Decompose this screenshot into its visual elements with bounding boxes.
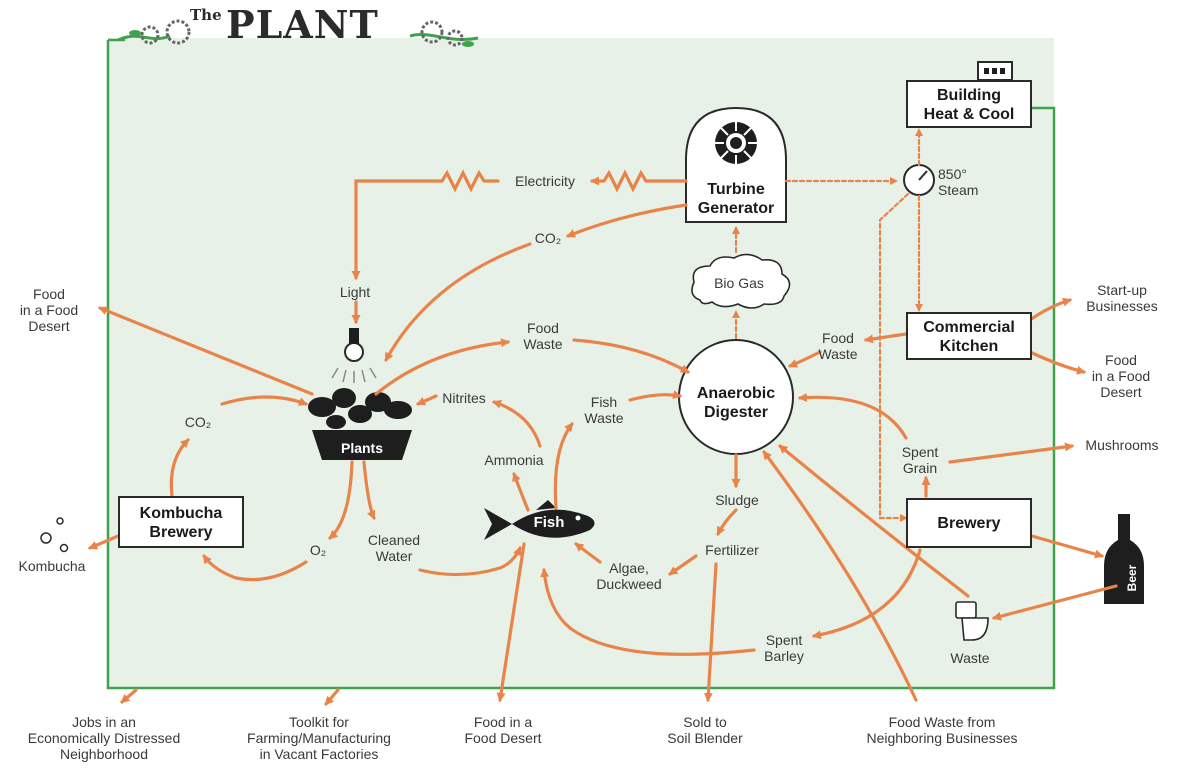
cleaned-water-label: Cleaned Water bbox=[367, 532, 421, 564]
arrow-plants-food-desert bbox=[98, 306, 314, 396]
anaerobic-digester-label: Anaerobic Digester bbox=[696, 385, 776, 421]
arrow-jobs bbox=[120, 688, 138, 704]
co2-kombucha-label: CO₂ bbox=[184, 414, 212, 430]
toilet-icon bbox=[955, 601, 989, 641]
arrow-toolkit bbox=[324, 688, 340, 706]
arrow-brewery-spentbarley bbox=[812, 548, 922, 640]
arrow-steam-brewery bbox=[878, 192, 910, 522]
arrow-plants-o2 bbox=[328, 460, 354, 540]
fertilizer-label: Fertilizer bbox=[705, 542, 759, 558]
arrow-waste-digester bbox=[778, 444, 970, 598]
arrow-fertilizer-algae bbox=[668, 554, 698, 576]
fish-waste-label: Fish Waste bbox=[584, 394, 624, 426]
arrow-fishwaste-digester bbox=[628, 390, 682, 402]
arrow-kombucha-product bbox=[88, 534, 120, 550]
arrow-spentgrain-mushrooms bbox=[948, 442, 1074, 464]
arrow-electricity-light bbox=[351, 169, 500, 280]
kombucha-label: Kombucha bbox=[18, 558, 86, 574]
title-vine-decoration bbox=[117, 19, 479, 47]
system-boundary-line bbox=[106, 40, 1056, 690]
fish-icon bbox=[484, 500, 595, 540]
arrow-cleanedwater-fish bbox=[418, 546, 522, 577]
arrow-spentgrain-digester bbox=[798, 392, 908, 440]
beer-label: Beer bbox=[1125, 564, 1139, 592]
startup-businesses-label: Start-up Businesses bbox=[1086, 282, 1158, 314]
arrow-ammonia-nitrites bbox=[492, 399, 542, 448]
arrow-co2-plants bbox=[384, 242, 532, 362]
arrow-brewery-beer bbox=[1030, 534, 1104, 559]
arrow-spentbarley-fish bbox=[540, 568, 756, 656]
sludge-label: Sludge bbox=[715, 492, 759, 508]
food-desert-left-label: Food in a Food Desert bbox=[19, 286, 79, 334]
arrow-foodwaste-digester bbox=[572, 338, 690, 374]
electricity-label: Electricity bbox=[515, 173, 575, 189]
lightbulb-icon bbox=[331, 328, 377, 383]
title-prefix: The bbox=[190, 6, 222, 24]
arrow-turbine-co2 bbox=[566, 203, 688, 238]
arrow-co2-plants-left bbox=[220, 395, 308, 406]
light-label: Light bbox=[339, 284, 371, 300]
brewery-box: Brewery bbox=[906, 498, 1032, 548]
turbine-housing bbox=[685, 106, 787, 223]
beer-bottle-icon bbox=[1104, 514, 1144, 604]
arrow-nitrites-plants bbox=[416, 394, 438, 406]
commercial-kitchen-box: Commercial Kitchen bbox=[906, 312, 1032, 360]
page-title: PLANT bbox=[226, 2, 379, 47]
food-waste-neighbors-label: Food Waste from Neighboring Businesses bbox=[866, 714, 1018, 746]
arrow-neighbors-digester bbox=[762, 450, 918, 702]
kombucha-bubbles-icon bbox=[40, 517, 69, 553]
steam-gauge-icon bbox=[903, 164, 935, 196]
waste-label: Waste bbox=[950, 650, 990, 666]
co2-turbine-label: CO₂ bbox=[534, 230, 562, 246]
arrow-fish-fishwaste bbox=[553, 422, 574, 510]
bio-gas-label: Bio Gas bbox=[714, 275, 764, 291]
o2-label: O₂ bbox=[309, 542, 327, 558]
arrow-turbine-electricity bbox=[590, 169, 688, 193]
system-boundary-panel bbox=[108, 38, 1054, 688]
bio-gas-cloud bbox=[691, 253, 791, 309]
toolkit-output-label: Toolkit for Farming/Manufacturing in Vac… bbox=[247, 714, 391, 762]
algae-duckweed-label: Algae, Duckweed bbox=[596, 560, 662, 592]
arrow-fertilizer-sold bbox=[703, 562, 718, 702]
food-waste-center-label: Food Waste bbox=[523, 320, 563, 352]
fish-label: Fish bbox=[533, 514, 565, 531]
arrow-beer-waste bbox=[992, 584, 1118, 621]
food-waste-right-label: Food Waste bbox=[818, 330, 858, 362]
arrow-kitchen-startup bbox=[1028, 297, 1072, 322]
arrow-kitchen-foodwaste bbox=[864, 332, 908, 344]
arrow-sludge-fertilizer bbox=[716, 508, 738, 536]
arrow-kitchen-fooddesert bbox=[1028, 350, 1086, 375]
kombucha-brewery-box: Kombucha Brewery bbox=[118, 496, 244, 548]
arrow-plants-cleanedwater bbox=[362, 460, 376, 520]
spent-grain-label: Spent Grain bbox=[901, 444, 939, 476]
ammonia-label: Ammonia bbox=[484, 452, 544, 468]
arrow-foodwaste-digester-right bbox=[788, 350, 822, 368]
building-heat-cool-box: Building Heat & Cool bbox=[906, 80, 1032, 128]
arrow-fish-ammonia bbox=[512, 472, 530, 512]
plants-label: Plants bbox=[340, 440, 383, 456]
steam-label: 850° Steam bbox=[938, 166, 979, 198]
arrow-algae-fish bbox=[574, 542, 602, 564]
sold-soil-label: Sold to Soil Blender bbox=[667, 714, 743, 746]
arrow-fish-fooddesert bbox=[496, 542, 526, 702]
food-desert-bottom-label: Food in a Food Desert bbox=[464, 714, 542, 746]
mushrooms-label: Mushrooms bbox=[1085, 437, 1159, 453]
arrow-o2-kombucha bbox=[202, 554, 308, 582]
turbine-icon bbox=[715, 122, 757, 164]
arrow-plants-foodwaste bbox=[374, 338, 510, 396]
spent-barley-label: Spent Barley bbox=[764, 632, 804, 664]
nitrites-label: Nitrites bbox=[442, 390, 486, 406]
jobs-output-label: Jobs in an Economically Distressed Neigh… bbox=[27, 714, 181, 762]
plants-icon bbox=[308, 388, 412, 460]
arrow-kombucha-co2 bbox=[169, 438, 190, 498]
food-desert-right-label: Food in a Food Desert bbox=[1091, 352, 1151, 400]
turbine-generator-label: Turbine Generator bbox=[697, 181, 775, 217]
